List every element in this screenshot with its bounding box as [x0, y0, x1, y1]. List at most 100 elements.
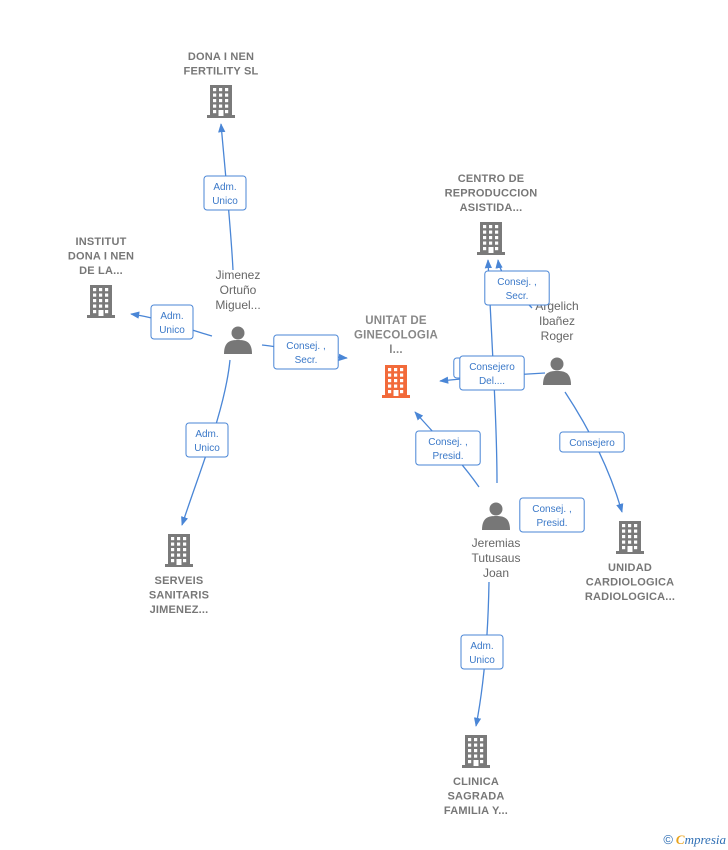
- node-label-line: INSTITUT: [75, 236, 126, 248]
- edge-label-line: Adm.: [160, 311, 183, 322]
- node-label-line: Roger: [541, 329, 574, 343]
- building-icon: [382, 365, 410, 398]
- edge-role-label[interactable]: Consej. , Secr.: [273, 334, 339, 370]
- node-label-line: UNITAT DE: [365, 315, 427, 327]
- copyright-symbol: ©: [663, 832, 673, 847]
- edge-role-label[interactable]: Adm. Unico: [460, 634, 504, 670]
- person-icon: [543, 357, 571, 385]
- building-icon: [477, 222, 505, 255]
- edge-label-text: Consej. , Secr.: [286, 341, 325, 366]
- edge-label-box: [150, 304, 194, 340]
- person-icon: [482, 502, 510, 530]
- edge-label-box: [459, 355, 525, 391]
- node-label-line: Ortuño: [220, 283, 257, 297]
- edge-role-label[interactable]: Consejero: [559, 431, 625, 453]
- edge-label-line: Del....: [479, 376, 505, 387]
- node-label: CENTRO DE REPRODUCCION ASISTIDA...: [445, 173, 538, 214]
- brand-footer[interactable]: ©Cmpresia: [663, 832, 726, 848]
- edge-label-box: [415, 430, 481, 466]
- edge-label-line: Presid.: [536, 518, 567, 529]
- edge-label-box: [484, 270, 550, 306]
- company-node-institut[interactable]: INSTITUT DONA I NEN DE LA...: [68, 236, 134, 318]
- node-label-line: DONA I NEN: [188, 51, 254, 63]
- edge-label-line: Consej. ,: [532, 504, 571, 515]
- node-label-line: DE LA...: [79, 265, 123, 277]
- node-label-line: I...: [389, 344, 403, 356]
- edge-label-text: Adm. Unico: [159, 311, 185, 336]
- edge-label-line: Consej. ,: [428, 437, 467, 448]
- node-label-line: REPRODUCCION: [445, 188, 538, 200]
- node-label-line: Miguel...: [215, 298, 260, 312]
- edge-label-line: Adm.: [213, 182, 236, 193]
- building-icon: [462, 735, 490, 768]
- company-node-centro[interactable]: CENTRO DE REPRODUCCION ASISTIDA...: [445, 173, 538, 255]
- edge-label-line: Secr.: [506, 291, 529, 302]
- building-icon: [165, 534, 193, 567]
- edge-role-label[interactable]: Adm. Unico: [150, 304, 194, 340]
- edge-label-box: [559, 431, 625, 453]
- node-label: UNIDAD CARDIOLOGICA RADIOLOGICA...: [585, 562, 675, 603]
- edge-label-line: Adm.: [470, 641, 493, 652]
- edge-label-line: Unico: [159, 325, 185, 336]
- edge-role-label[interactable]: Consej. , Presid.: [415, 430, 481, 466]
- edge-role-label[interactable]: Consej. , Secr.: [484, 270, 550, 306]
- node-label-line: SERVEIS: [155, 575, 204, 587]
- node-label: INSTITUT DONA I NEN DE LA...: [68, 236, 134, 277]
- node-label-line: CARDIOLOGICA: [586, 577, 675, 589]
- node-label-line: Jimenez: [216, 268, 261, 282]
- node-label-line: CENTRO DE: [458, 173, 525, 185]
- brand-name: mpresia: [684, 832, 726, 847]
- node-label: CLINICA SAGRADA FAMILIA Y...: [444, 776, 508, 817]
- node-label-line: SAGRADA: [447, 791, 504, 803]
- edge-label-text: Consej. , Secr.: [497, 277, 536, 302]
- edge-label-line: Unico: [469, 655, 495, 666]
- edge-label-line: Presid.: [432, 451, 463, 462]
- edge-label-text: Consej. , Presid.: [428, 437, 467, 462]
- node-label-line: FAMILIA Y...: [444, 805, 508, 817]
- node-label-line: CLINICA: [453, 776, 499, 788]
- node-label-line: Ibañez: [539, 314, 575, 328]
- node-label-line: Jeremias: [472, 536, 521, 550]
- edge-role-label[interactable]: Adm. Unico: [203, 175, 247, 211]
- building-icon: [616, 521, 644, 554]
- node-label-line: RADIOLOGICA...: [585, 591, 675, 603]
- edge-label-line: Secr.: [295, 355, 318, 366]
- company-node-unidad[interactable]: UNIDAD CARDIOLOGICA RADIOLOGICA...: [585, 521, 675, 603]
- node-label-line: DONA I NEN: [68, 251, 134, 263]
- node-label-line: SANITARIS: [149, 590, 209, 602]
- edge-label-text: Adm. Unico: [469, 641, 495, 666]
- edge-label-box: [460, 634, 504, 670]
- edge-label-text: Consej. , Presid.: [532, 504, 571, 529]
- company-node-clinica[interactable]: CLINICA SAGRADA FAMILIA Y...: [444, 735, 508, 817]
- edge-label-line: Consej. ,: [286, 341, 325, 352]
- node-label-line: UNIDAD: [608, 562, 652, 574]
- edge-label-box: [185, 422, 229, 458]
- edge-label-text: Consejero: [569, 438, 615, 449]
- edge-label-line: Unico: [212, 196, 238, 207]
- node-label-line: ASISTIDA...: [460, 202, 523, 214]
- edge-role-label[interactable]: Consej. , Presid.: [519, 497, 585, 533]
- edge-label-line: Consejero: [569, 438, 615, 449]
- edge-label-line: Consej. ,: [497, 277, 536, 288]
- building-icon: [207, 85, 235, 118]
- person-icon: [224, 326, 252, 354]
- edge-label-box: [273, 334, 339, 370]
- edge-role-label[interactable]: Adm.Unico: [185, 422, 229, 458]
